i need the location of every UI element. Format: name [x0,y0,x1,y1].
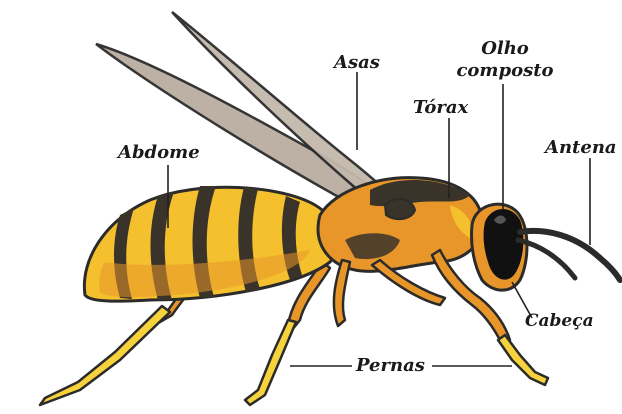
wing-base [385,199,415,219]
front-leg-lower [498,335,548,385]
fore-leg-upper [334,260,350,326]
label-antenna: Antena [545,137,617,158]
head [471,204,526,290]
mid-leg-lower [245,320,296,405]
label-head: Cabeça [525,311,594,332]
label-abdomen: Abdome [118,142,200,163]
label-wings: Asas [334,52,380,73]
label-legs: Pernas [356,355,425,376]
abdomen [84,186,338,301]
label-compound-eye-line2: composto [454,60,556,81]
wings [96,12,402,211]
label-compound-eye-line1: Olho [454,38,556,59]
hind-leg-lower [40,306,170,405]
antennae [518,231,620,280]
label-thorax: Tórax [413,97,468,118]
